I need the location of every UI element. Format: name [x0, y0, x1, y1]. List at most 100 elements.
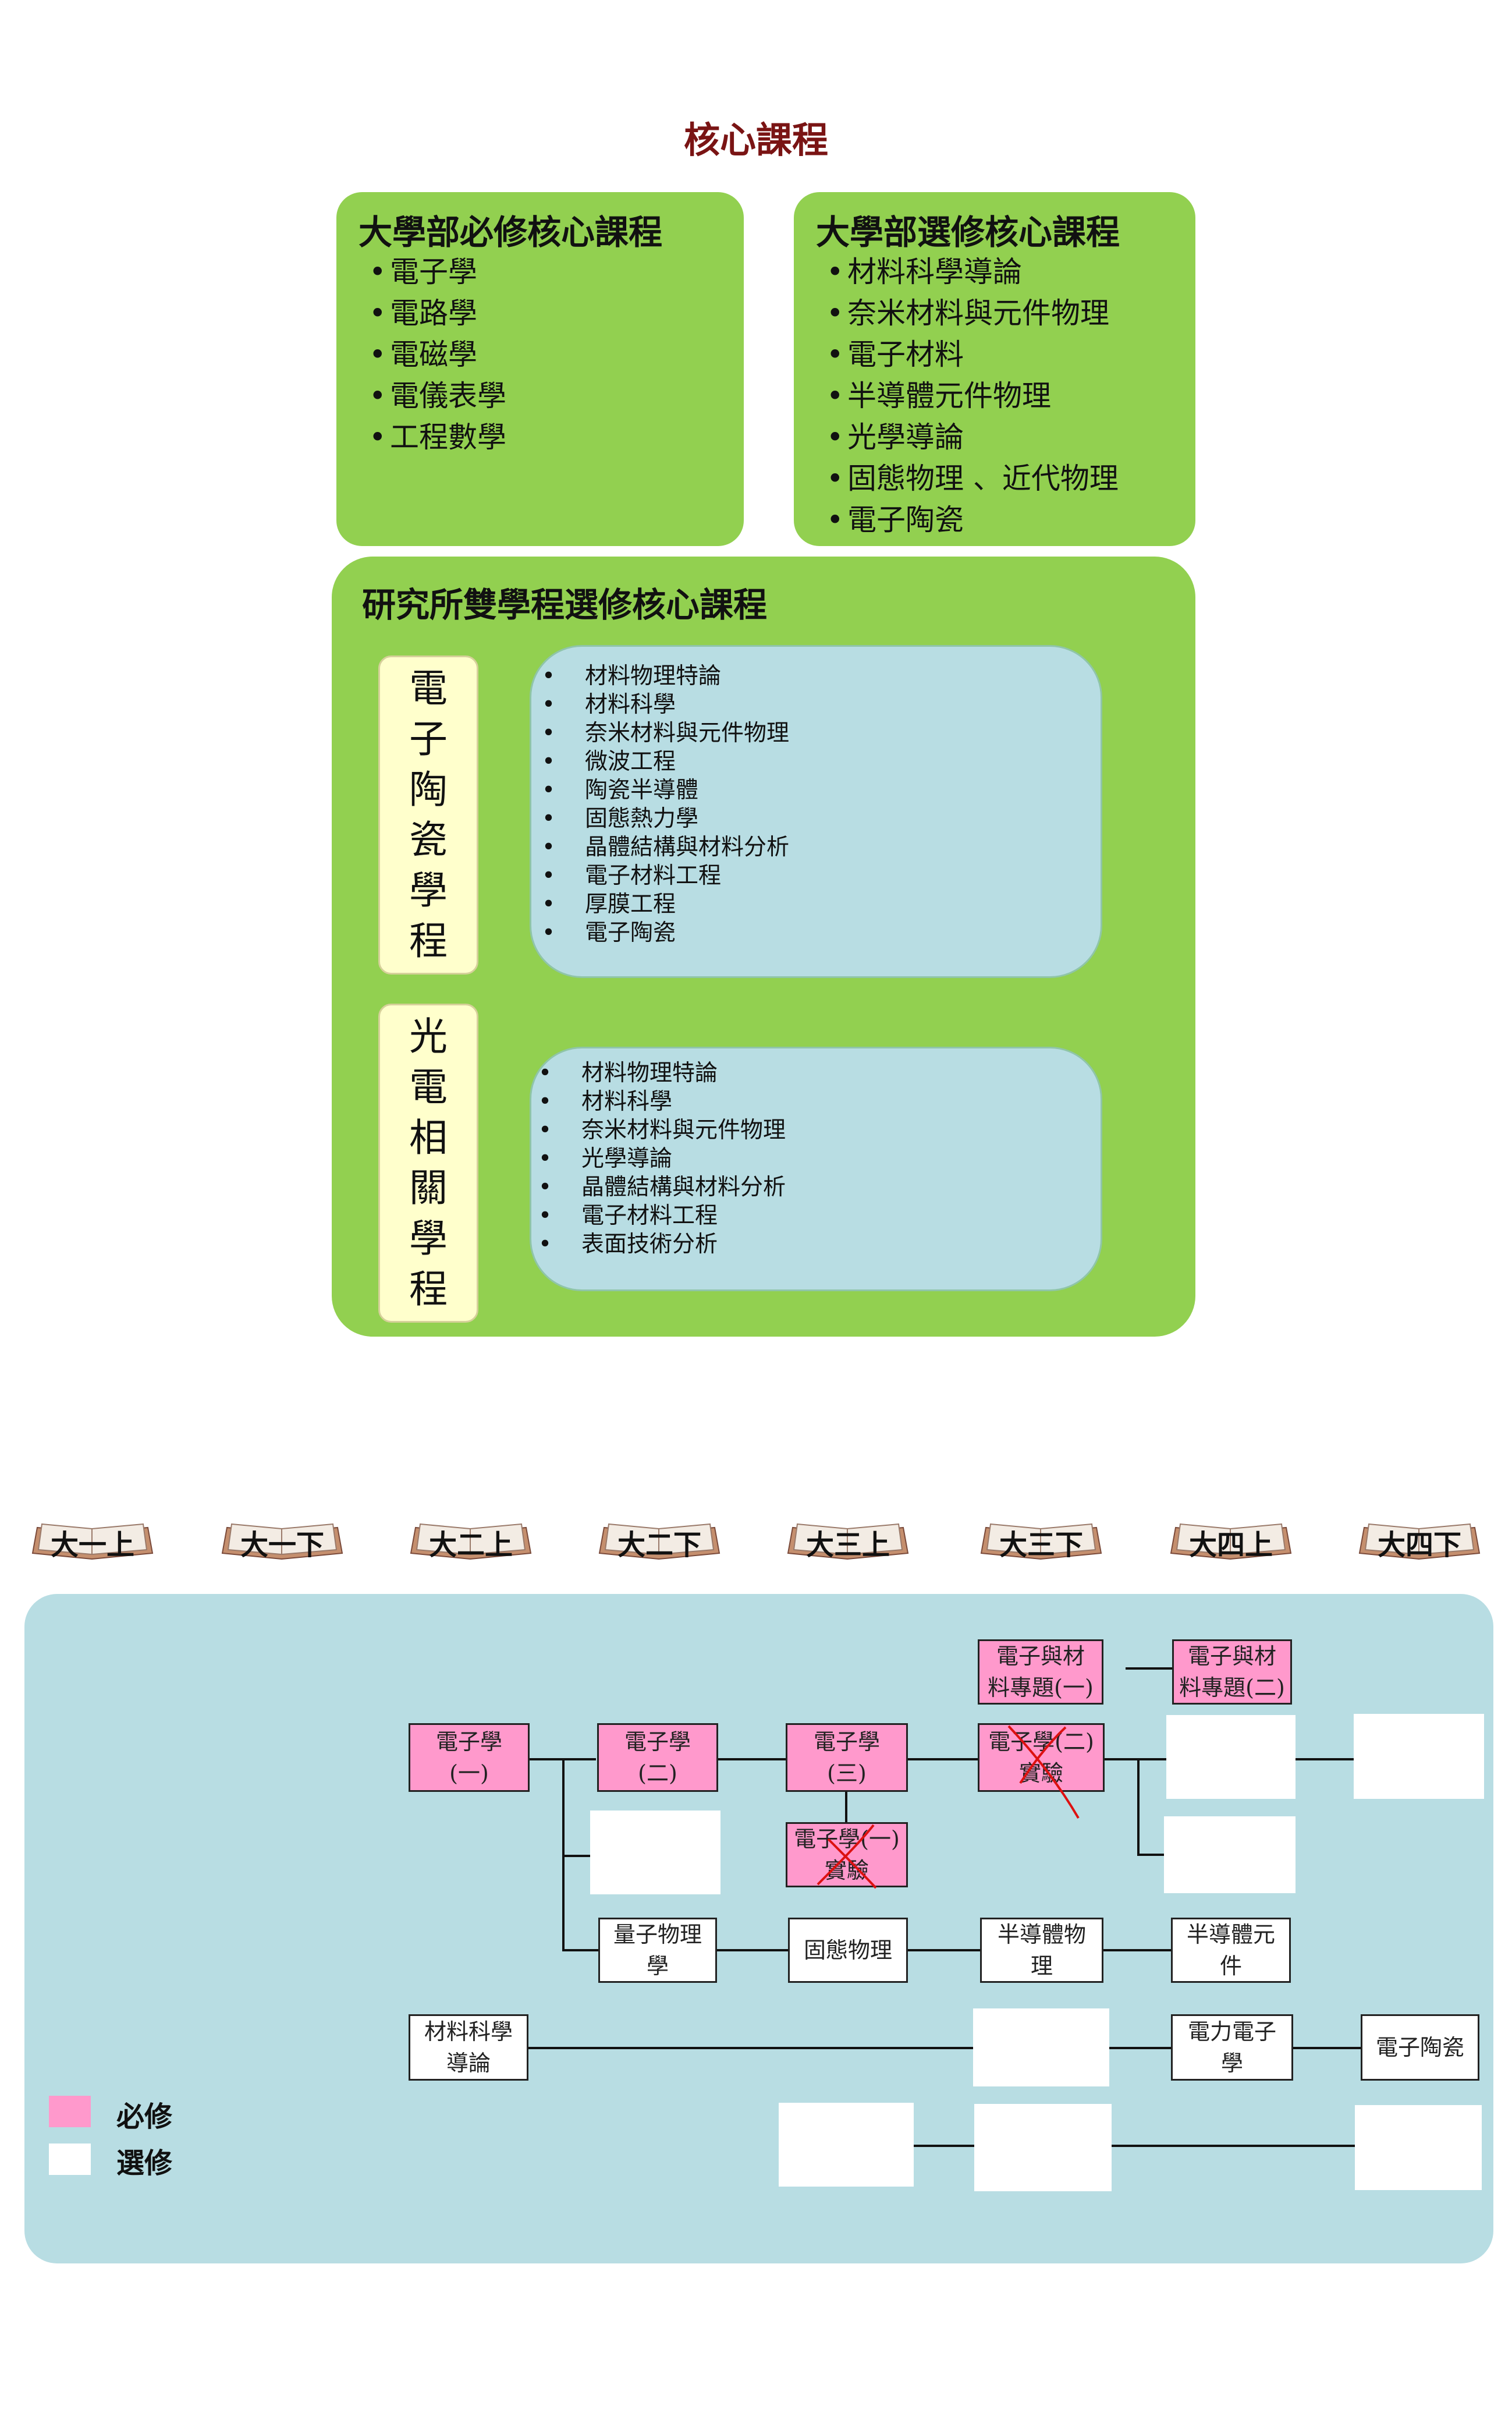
book-icon — [1170, 1523, 1292, 1560]
node-line: 半導體元 — [1186, 1922, 1275, 1947]
semester-header-1: 大一上 — [31, 1519, 154, 1561]
list-item: 晶體結構與材料分析 — [531, 833, 789, 862]
connector-line — [914, 2145, 974, 2147]
semester-label: 大三下 — [999, 1529, 1083, 1561]
graduate-title: 研究所雙學程選修核心課程 — [362, 585, 768, 625]
node-line: 電子學 — [813, 1729, 880, 1755]
node-line: 學 — [646, 1953, 669, 1979]
node-line: 電子學 — [435, 1729, 502, 1755]
course-node-blank — [1354, 1714, 1484, 1799]
course-node-electronic-ceramics[interactable]: 電子陶瓷 — [1361, 2014, 1479, 2081]
course-node-electronics-2[interactable]: 電子學(二) — [597, 1723, 718, 1792]
course-node-electronics-lab-2[interactable]: 電子學(二)實驗 — [978, 1723, 1105, 1819]
program-char: 瓷 — [409, 817, 448, 863]
undergrad-required-panel: 大學部必修核心課程 電子學 電路學 電磁學 電儀表學 工程數學 — [336, 192, 744, 546]
semester-header-6: 大三下 — [980, 1519, 1102, 1561]
list-item: 電儀表學 — [369, 375, 506, 417]
course-node-blank — [1164, 1816, 1296, 1893]
legend-label-required: 必修 — [116, 2100, 173, 2133]
legend-swatch-required — [49, 2096, 91, 2127]
program-char: 子 — [409, 716, 448, 761]
list-item: 電子學 — [369, 251, 506, 293]
list-item: 半導體元件物理 — [826, 375, 1119, 417]
connector-line — [1108, 2047, 1171, 2049]
semester-header-2: 大一下 — [221, 1519, 343, 1561]
list-item: 電子陶瓷 — [531, 919, 789, 947]
connector-line — [845, 1790, 847, 1826]
semester-label: 大一下 — [240, 1529, 324, 1561]
course-node-electronics-1[interactable]: 電子學 (一) — [409, 1723, 530, 1792]
node-line: 學 — [1220, 2050, 1243, 2076]
book-icon — [1358, 1523, 1481, 1560]
program-char: 程 — [409, 919, 448, 964]
course-node-semiconductor-physics[interactable]: 半導體物理 — [980, 1918, 1103, 1983]
node-line: 電子與材 — [1187, 1643, 1276, 1669]
connector-line — [528, 2047, 974, 2049]
node-line: (一) — [449, 1760, 489, 1786]
undergrad-required-list: 電子學 電路學 電磁學 電儀表學 工程數學 — [369, 251, 506, 458]
node-line: 電子與材 — [996, 1643, 1085, 1669]
program-char: 陶 — [409, 767, 448, 812]
node-line: 電力電子 — [1187, 2019, 1276, 2045]
list-item: 固態熱力學 — [531, 805, 789, 833]
program-char: 電 — [409, 665, 448, 711]
semester-header-3: 大二上 — [410, 1519, 532, 1561]
connector-line — [1126, 1667, 1173, 1670]
program-char: 程 — [409, 1267, 448, 1312]
connector-line — [562, 1855, 590, 1857]
list-item: 奈米材料與元件物理 — [528, 1116, 786, 1145]
semester-header-8: 大四下 — [1358, 1519, 1481, 1561]
semester-label: 大二上 — [428, 1529, 513, 1561]
course-node-electronics-lab-1[interactable]: 電子學(一)實驗 — [786, 1822, 908, 1889]
node-line: 材料科學 — [424, 2019, 513, 2045]
book-icon — [787, 1523, 909, 1560]
program-char: 關 — [409, 1165, 448, 1211]
course-node-electronics-3[interactable]: 電子學(三) — [786, 1723, 908, 1792]
node-line: 導論 — [446, 2050, 491, 2076]
node-line: 電子學(一) — [794, 1826, 900, 1852]
program-courses-electronic-ceramics: 材料物理特論 材料科學 奈米材料與元件物理 微波工程 陶瓷半導體 固態熱力學 晶… — [530, 645, 1102, 978]
course-node-blank — [973, 2008, 1109, 2086]
connector-line — [717, 1758, 786, 1760]
list-item: 光學導論 — [528, 1145, 786, 1173]
connector-line — [908, 1949, 980, 1951]
graduate-panel: 研究所雙學程選修核心課程 電 子 陶 瓷 學 程 材料物理特論 材料科學 奈米材… — [332, 557, 1195, 1337]
course-node-solid-state-physics[interactable]: 固態物理 — [788, 1918, 908, 1983]
list-item: 工程數學 — [369, 417, 506, 458]
program-name-optoelectronics: 光 電 相 關 學 程 — [378, 1004, 478, 1323]
list-item: 材料物理特論 — [531, 662, 789, 690]
course-list: 材料物理特論 材料科學 奈米材料與元件物理 光學導論 晶體結構與材料分析 電子材… — [528, 1059, 786, 1259]
semester-label: 大一上 — [50, 1529, 134, 1561]
list-item: 奈米材料與元件物理 — [826, 293, 1119, 334]
course-node-quantum-physics[interactable]: 量子物理學 — [598, 1918, 717, 1983]
node-line: 量子物理 — [613, 1922, 702, 1947]
connector-line — [562, 1758, 565, 1950]
semester-label: 大四下 — [1377, 1529, 1461, 1561]
course-node-blank — [1355, 2105, 1482, 2190]
list-item: 微波工程 — [531, 747, 789, 776]
semester-label: 大二下 — [617, 1529, 701, 1561]
node-line: 電子學 — [624, 1729, 691, 1755]
course-node-project-2[interactable]: 電子與材料專題(二) — [1172, 1639, 1292, 1705]
course-node-project-1[interactable]: 電子與材料專題(一) — [978, 1639, 1103, 1705]
book-icon — [598, 1523, 720, 1560]
connector-line — [908, 1758, 978, 1760]
list-item: 材料科學 — [528, 1087, 786, 1116]
semester-header-4: 大二下 — [598, 1519, 720, 1561]
node-line: 固態物理 — [803, 1937, 892, 1963]
book-icon — [31, 1523, 154, 1560]
course-node-power-electronics[interactable]: 電力電子學 — [1171, 2014, 1293, 2081]
program-char: 電 — [409, 1064, 448, 1110]
node-line: 件 — [1219, 1953, 1242, 1979]
list-item: 電子材料 — [826, 334, 1119, 375]
undergrad-elective-title: 大學部選修核心課程 — [816, 212, 1120, 252]
list-item: 厚膜工程 — [531, 890, 789, 919]
list-item: 陶瓷半導體 — [531, 776, 789, 805]
list-item: 固態物理 、近代物理 — [826, 458, 1119, 499]
course-node-materials-science-intro[interactable]: 材料科學導論 — [409, 2014, 528, 2081]
node-line: 理 — [1030, 1953, 1053, 1979]
course-node-semiconductor-devices[interactable]: 半導體元件 — [1171, 1918, 1291, 1983]
book-icon — [410, 1523, 532, 1560]
program-name-electronic-ceramics: 電 子 陶 瓷 學 程 — [378, 656, 478, 975]
list-item: 晶體結構與材料分析 — [528, 1173, 786, 1202]
